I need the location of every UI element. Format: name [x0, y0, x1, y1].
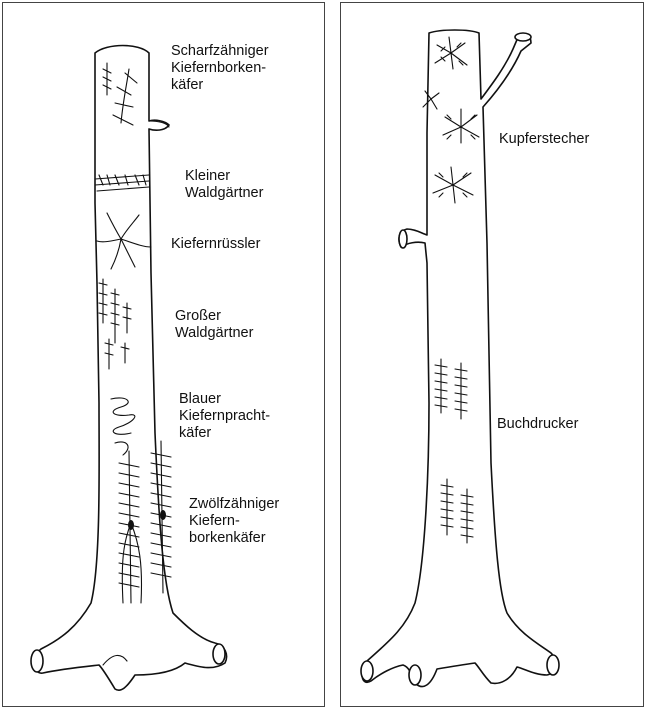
label-scharfzaehniger: Scharfzähniger Kiefernborken- käfer [171, 43, 269, 94]
root-end-right [213, 644, 225, 664]
left-panel: Scharfzähniger Kiefernborken- käfer Klei… [2, 2, 325, 707]
root-end [547, 655, 559, 675]
root-end-left [31, 650, 43, 672]
right-panel: Kupferstecher Buchdrucker [340, 2, 644, 707]
branch-stub-end [399, 230, 407, 248]
label-kiefernruessler: Kiefernrüssler [171, 236, 260, 253]
beetle-mark [128, 520, 134, 530]
label-kleiner-waldgaertner: Kleiner Waldgärtner [185, 168, 263, 202]
spruce-trunk-drawing [341, 3, 645, 708]
pine-trunk-drawing [3, 3, 326, 708]
label-buchdrucker: Buchdrucker [497, 416, 578, 433]
root-end [361, 661, 373, 681]
beetle-mark [160, 510, 166, 520]
label-blauer-kiefernprachtkaefer: Blauer Kiefernpracht- käfer [179, 391, 270, 442]
root-end [409, 665, 421, 685]
branch-end [515, 33, 531, 41]
label-kupferstecher: Kupferstecher [499, 131, 589, 148]
label-grosser-waldgaertner: Großer Waldgärtner [175, 308, 253, 342]
label-zwoelfzaehniger: Zwölfzähniger Kiefern- borkenkäfer [189, 496, 279, 547]
